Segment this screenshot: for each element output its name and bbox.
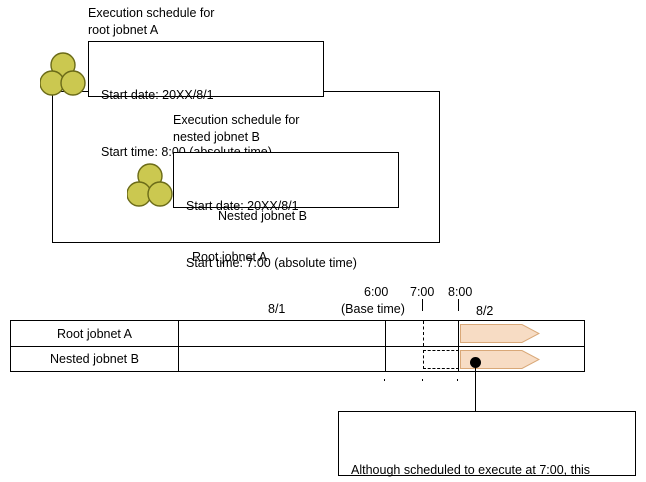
time-label-800: 8:00 <box>448 285 473 299</box>
table-row: Nested jobnet B <box>11 346 584 371</box>
annotation-callout: Although scheduled to execute at 7:00, t… <box>338 411 636 477</box>
gridline-600 <box>385 321 386 346</box>
nested-callout-line1: Start date: 20XX/8/1 <box>186 199 299 213</box>
scheduled-slot-dashed <box>423 350 459 369</box>
timeline-table: Root jobnet A Nested jobnet B <box>10 320 585 372</box>
tick-dot-600-bottom <box>384 379 385 381</box>
tick-dot-800-bottom <box>457 379 458 381</box>
row-label-nested-jobnet: Nested jobnet B <box>11 347 179 371</box>
gridline-700-dashed <box>423 321 424 346</box>
tick-mark-800-top <box>458 299 459 311</box>
execution-arrow-root <box>460 324 540 343</box>
root-schedule-title-line2: root jobnet A <box>88 23 159 37</box>
nested-schedule-callout: Start date: 20XX/8/1 Start time: 7:00 (a… <box>173 152 399 270</box>
root-jobnet-label: Root jobnet A <box>192 250 268 264</box>
nested-schedule-title-line1: Execution schedule for <box>173 113 300 127</box>
day-label-82: 8/2 <box>476 304 494 318</box>
jobnet-group-icon <box>127 163 173 207</box>
day-label-81: 8/1 <box>268 302 286 316</box>
nested-schedule-title-line2: nested jobnet B <box>173 130 260 144</box>
jobnet-group-icon <box>40 52 86 96</box>
root-schedule-callout: Start date: 20XX/8/1 Start time: 8:00 (a… <box>88 41 324 159</box>
gridline-800 <box>458 321 459 346</box>
row-label-root-jobnet: Root jobnet A <box>11 321 179 346</box>
annotation-line1: Although scheduled to execute at 7:00, t… <box>351 463 591 477</box>
time-label-600: 6:00 <box>364 285 389 299</box>
gridline-600 <box>385 347 386 371</box>
root-callout-line1: Start date: 20XX/8/1 <box>101 88 214 102</box>
table-row: Root jobnet A <box>11 321 584 346</box>
base-time-note: (Base time) <box>341 302 405 316</box>
tick-dot-700-bottom <box>422 379 423 381</box>
nested-callout-line2: Start time: 7:00 (absolute time) <box>186 256 357 270</box>
annotation-leader-line <box>475 362 476 412</box>
root-schedule-title-line1: Execution schedule for <box>88 6 215 20</box>
time-label-700: 7:00 <box>410 285 435 299</box>
nested-jobnet-label: Nested jobnet B <box>218 209 307 223</box>
tick-mark-700-top <box>422 299 423 311</box>
